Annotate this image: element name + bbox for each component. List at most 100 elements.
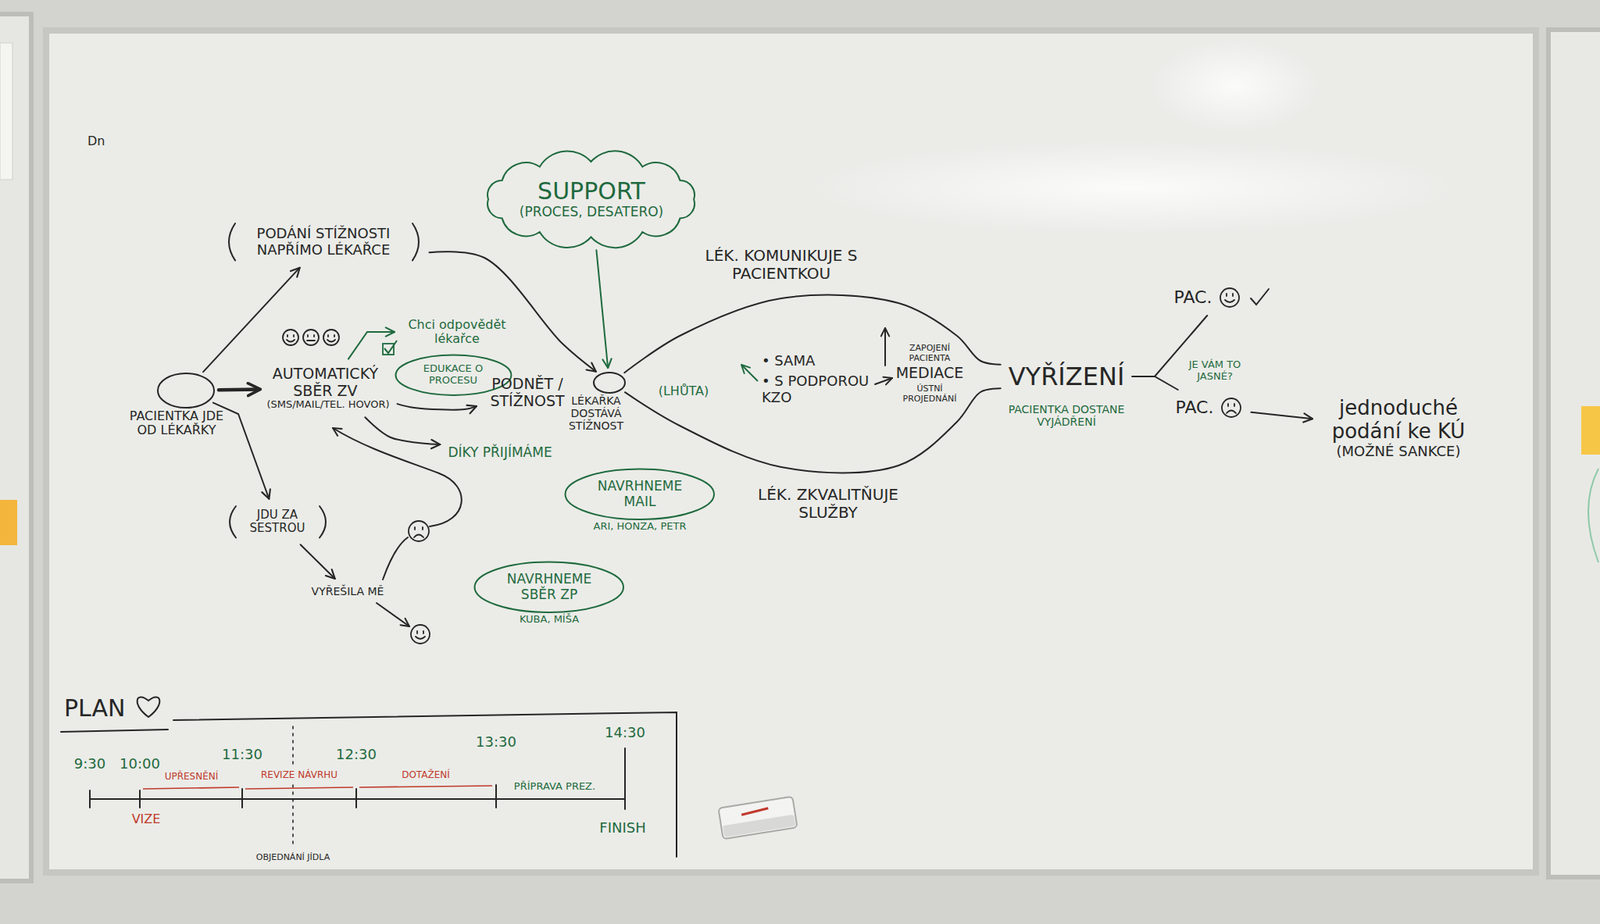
cloud-content: SUPPORT(PROCES, DESATERO): [519, 178, 665, 221]
note-label: MEDIACE: [896, 364, 965, 383]
face: [323, 329, 340, 346]
mood-face: [1219, 396, 1243, 420]
node-text: VYŘÍZENÍ: [1008, 362, 1125, 392]
plan-timeline: [60, 697, 677, 858]
check-mark: [384, 340, 397, 354]
face: [408, 521, 429, 542]
face: [327, 335, 336, 343]
note-label: ZAPOJENÍ PACIENTA: [898, 343, 961, 364]
text-node: DÍKY PŘIJÍMÁME: [444, 443, 555, 463]
node-text: (PROCES, DESATERO): [519, 204, 665, 221]
node-text: VYŘEŠILA MĚ: [311, 585, 385, 598]
note-label: VIZE: [132, 812, 161, 827]
flow-arrow: [348, 332, 395, 360]
timeline: [89, 798, 625, 800]
leader-line: [382, 537, 408, 580]
leader-arrow: [741, 364, 758, 382]
patient-outcome: PAC.: [1171, 284, 1275, 311]
note-label: PLAN: [64, 695, 125, 723]
edge-label: LÉK. KOMUNIKUJE S PACIENTKOU: [695, 246, 868, 283]
cloud-outline: [488, 150, 696, 248]
text-node: AUTOMATICKÝ SBĚR ZV(SMS/MAIL/TEL. HOVOR): [263, 364, 393, 414]
leader-lines: [332, 328, 893, 627]
face: [286, 335, 295, 343]
text-node: PODNĚT / STÍŽNOST: [481, 374, 574, 412]
edge-label: LÉK. ZKVALITŇUJE SLUŽBY: [732, 485, 925, 522]
flow-arrow: [397, 403, 477, 411]
note-label: 11:30: [221, 746, 263, 764]
mood-face: [1220, 288, 1240, 308]
feedback-loop-arrow: [332, 428, 462, 527]
flow-arrow: [300, 544, 336, 579]
note-label: JE VÁM TO JASNÉ?: [1179, 359, 1250, 383]
note-label: PACIENTKA DOSTANE VYJÁDŘENÍ: [994, 403, 1140, 429]
light-glare: [1148, 39, 1321, 133]
mood-face: [1221, 398, 1241, 418]
face: [282, 329, 299, 346]
support-cloud: SUPPORT(PROCES, DESATERO): [478, 151, 704, 247]
face: [414, 527, 424, 538]
node-text: EDUKACE O PROCESU: [415, 363, 490, 387]
oval-body: NAVRHNEME SBĚR ZP: [473, 560, 625, 615]
check-mark: [1250, 289, 1269, 305]
eraser: [717, 796, 797, 840]
side-board: [1548, 29, 1600, 878]
mood-face: [1226, 403, 1236, 414]
flow-arrow: [429, 251, 597, 372]
dotted-marker: [292, 726, 294, 848]
node-text: PODNĚT / STÍŽNOST: [484, 375, 571, 411]
timeline-segments: [142, 785, 493, 790]
note-label: 9:30: [74, 756, 106, 773]
node-text: NAVRHNEME SBĚR ZP: [500, 571, 599, 603]
node-text: ARI, HONZA, PETR: [593, 521, 687, 533]
node-text: PODÁNÍ STÍŽNOSTI NAPŘÍMO LÉKAŘCE: [239, 225, 408, 258]
note-label: 13:30: [475, 734, 517, 751]
node-text: SUPPORT: [537, 178, 646, 206]
node-text: NAVRHNEME MAIL: [591, 478, 690, 510]
proposal-oval: NAVRHNEME SBĚR ZP KUBA, MÍŠA: [473, 560, 625, 625]
note-label: REVIZE NÁVRHU: [260, 770, 338, 782]
node-text: KUBA, MÍŠA: [519, 614, 579, 626]
circle-node: PACIENTKA JDE OD LÉKAŘKY: [128, 371, 245, 439]
node-text: Chci odpovědět lékařce: [402, 317, 512, 347]
note-label: UPŘESNĚNÍ: [164, 771, 219, 783]
flow-arrow: [624, 295, 1000, 374]
note-label: DOTAŽENÍ: [401, 770, 450, 782]
text-node: VYŘEŠILA MĚ: [308, 583, 388, 600]
note-label: PŘÍPRAVA PREZ.: [514, 781, 596, 793]
note-label: ÚSTNÍ PROJEDNÁNÍ: [898, 384, 961, 404]
circle-outline: [157, 373, 215, 408]
note-label: FINISH: [599, 820, 646, 837]
leader-arrow: [884, 328, 886, 366]
node-text: PAC.: [1175, 397, 1215, 418]
mood-face: [1225, 293, 1235, 303]
leader-arrow: [376, 603, 410, 627]
text-node: Chci odpovědět lékařce: [399, 316, 515, 349]
checkbox: [382, 340, 397, 355]
circle-node: LÉKAŘKA DOSTÁVÁ STÍŽNOST: [559, 371, 661, 433]
node-text: (SMS/MAIL/TEL. HOVOR): [266, 399, 390, 411]
circle-outline: [592, 371, 627, 395]
node-text: PACIENTKA JDE OD LÉKAŘKY: [128, 409, 226, 439]
face: [303, 329, 319, 346]
node-text: PAC.: [1174, 287, 1213, 308]
circle-outline: [593, 372, 625, 393]
mood-face: [1217, 285, 1242, 310]
oval-outline: [565, 469, 715, 521]
note-label: Dn: [87, 134, 105, 149]
bracketed-note: PODÁNÍ STÍŽNOSTI NAPŘÍMO LÉKAŘCE: [222, 221, 425, 263]
flow-arrow: [596, 250, 608, 368]
node-text: DÍKY PŘIJÍMÁME: [447, 445, 552, 461]
note-label: • S PODPOROU KZO: [761, 373, 883, 406]
flow-arrow: [364, 417, 440, 445]
note-label: OBJEDNÁNÍ JÍDLA: [256, 853, 330, 864]
node-text: jednoduché podání ke KÚ: [1320, 396, 1477, 444]
bracketed-note: JDU ZA SESTROU: [223, 503, 333, 541]
leader-arrow: [875, 378, 893, 385]
proposal-oval: NAVRHNEME MAIL ARI, HONZA, PETR: [564, 467, 716, 533]
side-board: [0, 14, 32, 882]
check-mark: [1247, 285, 1272, 310]
